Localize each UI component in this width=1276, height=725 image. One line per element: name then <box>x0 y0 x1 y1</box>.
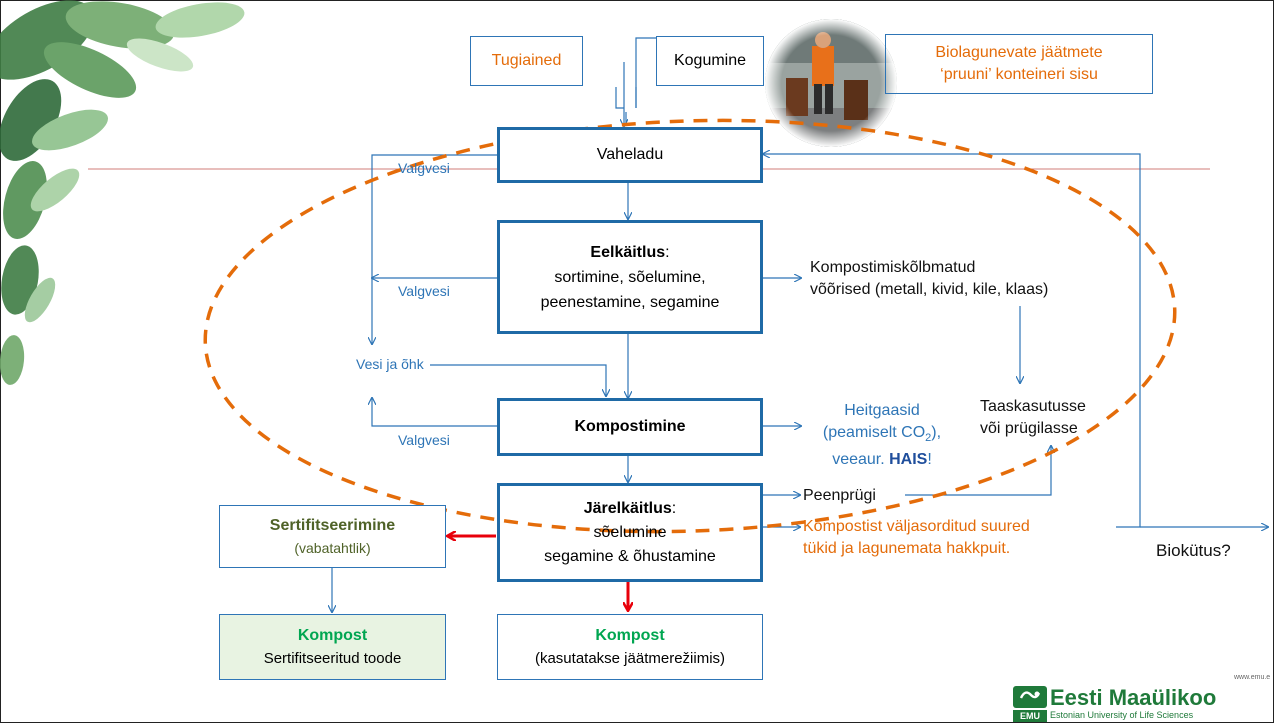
sertifitseerimine-label: Sertifitseerimine <box>269 516 396 534</box>
heitgaasid-line2a: (peamiselt CO <box>822 424 926 441</box>
vaheladu-label: Vaheladu <box>596 146 664 163</box>
eelkaitlus-colon: : <box>665 243 670 261</box>
kompostimine-label: Kompostimine <box>574 418 686 435</box>
jarelkaitlus-colon: : <box>671 499 677 517</box>
logo-sub: Estonian University of Life Sciences <box>1050 710 1194 720</box>
heitgaasid-sub: 2 <box>925 432 932 445</box>
heitgaasid-line1: Heitgaasid <box>844 402 920 419</box>
valgvesi-label-3: Valgvesi <box>398 432 450 448</box>
biokutus-label: Biokütus? <box>1156 541 1231 560</box>
suured-text: Kompostist väljasorditud suured tükid ja… <box>803 516 1030 560</box>
eelkaitlus-title: Eelkäitlus <box>590 243 666 261</box>
vabatahtlik-label: (vabatahtlik) <box>294 539 371 556</box>
process-boundary-ellipse <box>203 118 1177 534</box>
valgvesi-label-2: Valgvesi <box>398 283 450 299</box>
biolagunevate-line1: Biolagunevate jäätmete <box>935 44 1103 61</box>
valgvesi-label-1: Valgvesi <box>398 160 450 176</box>
kogumine-label: Kogumine <box>673 52 747 69</box>
kompost-certified-box: Kompost Sertifitseeritud toode <box>219 614 446 680</box>
taaskasutusse-text: Taaskasutusse või prügilasse <box>980 396 1086 440</box>
heitgaasid-line3a: veeaur. <box>832 451 890 469</box>
heitgaasid-text: Heitgaasid (peamiselt CO2), veeaur. HAIS… <box>792 400 972 471</box>
logo-name: Eesti Maaülikoo <box>1050 685 1217 710</box>
kompost-left-sub: Sertifitseeritud toode <box>263 650 402 667</box>
taaskasutusse-line1: Taaskasutusse <box>980 398 1086 415</box>
eelkaitlus-line1: sortimine, sõelumine, <box>554 268 706 286</box>
biolagunevate-box: Biolagunevate jäätmete ‘pruuni’ konteine… <box>885 34 1153 94</box>
eelkaitlus-box: Eelkäitlus: sortimine, sõelumine, peenes… <box>497 220 763 334</box>
kompost-mid-title: Kompost <box>595 627 665 644</box>
suured-line1: Kompostist väljasorditud suured <box>803 518 1030 535</box>
kompostimine-box: Kompostimine <box>497 398 763 456</box>
tugiained-label: Tugiained <box>491 52 562 69</box>
kompost-mid-sub: (kasutatakse jäätmerežiimis) <box>534 650 726 667</box>
waste-bin-photo <box>765 19 897 147</box>
emu-logo-mark <box>1013 686 1047 708</box>
hais-label: HAIS <box>889 451 928 469</box>
kogumine-box: Kogumine <box>656 36 764 86</box>
sertifitseerimine-box: Sertifitseerimine (vabatahtlik) <box>219 505 446 568</box>
peenprugi-label: Peenprügi <box>803 487 876 504</box>
jarelkaitlus-title: Järelkäitlus <box>583 499 672 517</box>
taaskasutusse-line2: või prügilasse <box>980 420 1078 437</box>
eelkaitlus-line2: peenestamine, segamine <box>540 293 720 311</box>
logo-emu: EMU <box>1013 710 1047 722</box>
jarelkaitlus-line1: sõelumine <box>593 523 667 541</box>
biolagunevate-line2: ‘pruuni’ konteineri sisu <box>940 66 1098 83</box>
vesi-ja-ohk-label: Vesi ja õhk <box>356 356 424 372</box>
voorised-text: Kompostimiskõlbmatud võõrised (metall, k… <box>810 257 1048 301</box>
heitgaasid-line3b: ! <box>927 451 932 469</box>
suured-line2: tükid ja lagunemata hakkpuit. <box>803 540 1011 557</box>
jarelkaitlus-line2: segamine & õhustamine <box>544 547 716 565</box>
heitgaasid-line2b: ), <box>931 424 942 441</box>
voorised-line1: Kompostimiskõlbmatud <box>810 259 976 276</box>
jarelkaitlus-box: Järelkäitlus: sõelumine segamine & õhust… <box>497 483 763 582</box>
kompost-left-title: Kompost <box>297 627 368 644</box>
logo-url: www.emu.e <box>1234 674 1271 681</box>
tugiained-box: Tugiained <box>470 36 583 86</box>
leaf-decoration <box>0 0 245 385</box>
voorised-line2: võõrised (metall, kivid, kile, klaas) <box>810 281 1049 298</box>
kompost-waste-box: Kompost (kasutatakse jäätmerežiimis) <box>497 614 763 680</box>
vaheladu-box: Vaheladu <box>497 127 763 183</box>
emu-logo: Eesti Maaülikoo EMU Estonian University … <box>1012 685 1274 724</box>
